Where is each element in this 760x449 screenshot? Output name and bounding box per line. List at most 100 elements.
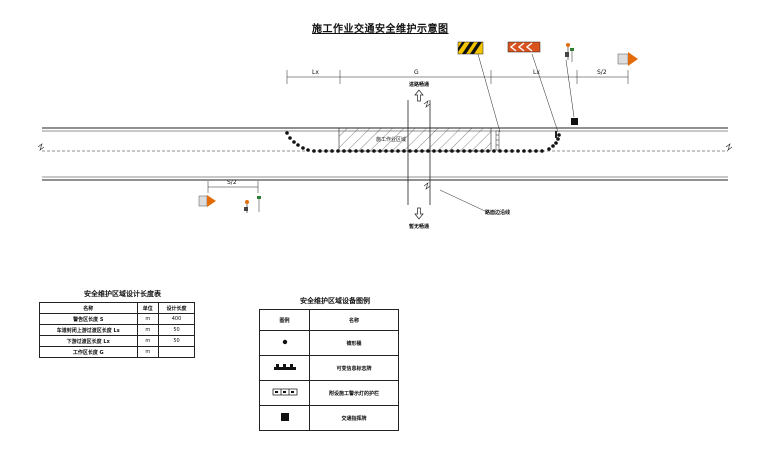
cone-icon [528, 149, 532, 153]
cone-icon [522, 149, 526, 153]
table-cell: 400 [158, 313, 195, 325]
flagger-icon [565, 43, 574, 62]
bridge-break-bottom [423, 182, 431, 190]
cone-icon [510, 149, 514, 153]
table-cell: 50 [158, 324, 195, 336]
cone-icon [396, 149, 400, 153]
fence-icon [258, 380, 311, 406]
cone-icon [402, 149, 406, 153]
cone-icon [456, 149, 460, 153]
dim-g: G [414, 69, 419, 76]
edge-note-leader [439, 189, 488, 213]
legend-row: 交通指挥牌 [258, 405, 399, 431]
cone-icon [504, 149, 508, 153]
diagram-title: 施工作业交通安全维护示意图 [312, 24, 449, 35]
legend-name: 附设施工警示灯的护栏 [309, 380, 399, 406]
cone-icon [342, 149, 346, 153]
cone-icon [348, 149, 352, 153]
legend-name: 可变信息标志牌 [309, 355, 399, 381]
barrier-light-icon [258, 355, 311, 381]
legend-name: 交通指挥牌 [309, 405, 399, 431]
legend-table-header: 图例 [258, 309, 311, 331]
cone-icon [360, 149, 364, 153]
small-barrier-icon [555, 131, 557, 138]
cone-icon [426, 149, 430, 153]
flagger-bottom-icon [244, 196, 261, 213]
cone-icon [556, 137, 560, 141]
cone-icon [432, 149, 436, 153]
cone-icon [285, 131, 289, 135]
table-cell: 下游过渡区长度 Lx [39, 335, 138, 347]
chevron-sign-icon [507, 41, 541, 53]
break-mark-left [37, 143, 45, 151]
cone-icon [468, 149, 472, 153]
cone-icon [534, 149, 538, 153]
striped-barrier-sign-icon [457, 41, 484, 55]
length-table-header: 名称 [39, 302, 138, 314]
block-icon [258, 405, 311, 431]
dim-s2-top: S/2 [597, 69, 607, 76]
table-cell: 警告区长度 S [39, 313, 138, 325]
dim-lx-right: Lx [533, 69, 540, 76]
legend-table-title: 安全维护区域设备图例 [300, 297, 370, 305]
cone-icon [486, 149, 490, 153]
cone-icon [414, 149, 418, 153]
dim-s2-bottom: S/2 [227, 179, 237, 186]
cone-icon [301, 146, 305, 150]
cone-icon [420, 149, 424, 153]
cone-icon [312, 149, 316, 153]
table-cell [158, 346, 195, 358]
cone-icon [554, 141, 558, 145]
legend-row: 锥形桶 [258, 330, 399, 356]
cone-icon [306, 148, 310, 152]
cone-icon [330, 149, 334, 153]
downstream-label: 暂无畅通 [409, 223, 429, 230]
legend-table-header: 名称 [309, 309, 399, 331]
cone-icon [557, 133, 561, 137]
length-table-header: 单位 [136, 302, 160, 314]
legend-name: 锥形桶 [309, 330, 399, 356]
table-cell: m [136, 313, 160, 325]
traffic-command-block-icon [571, 118, 578, 125]
cone-icon [378, 149, 382, 153]
cone-icon [540, 149, 544, 153]
cone-icon [480, 149, 484, 153]
legend-row: 可变信息标志牌 [258, 355, 399, 381]
cone-icon [288, 136, 292, 140]
downstream-arrow-icon [414, 207, 424, 220]
cone-icon [474, 149, 478, 153]
cone-icon [551, 144, 555, 148]
cone-icon [366, 149, 370, 153]
cone-icon [408, 149, 412, 153]
bridge-break-top [423, 100, 431, 108]
cone-icon [450, 149, 454, 153]
cone-icon [258, 330, 311, 356]
cone-icon [296, 143, 300, 147]
cone-icon [336, 149, 340, 153]
length-table-title: 安全维护区域设计长度表 [84, 290, 161, 298]
table-cell: 车道封闭上游过渡区长度 Ls [39, 324, 138, 336]
cone-taper [285, 131, 561, 153]
legend-table: 图例名称 锥形桶可变信息标志牌附设施工警示灯的护栏交通指挥牌 [258, 309, 399, 431]
work-zone-label: 施工作业区域 [376, 136, 406, 143]
cone-icon [390, 149, 394, 153]
cone-icon [547, 147, 551, 151]
warning-sign-bottom-icon [198, 195, 216, 207]
table-cell: m [136, 324, 160, 336]
cone-icon [292, 140, 296, 144]
barrier-light-icon [495, 130, 500, 151]
cone-icon [384, 149, 388, 153]
cone-icon [324, 149, 328, 153]
dim-lx-left: Lx [312, 69, 319, 76]
legend-row: 附设施工警示灯的护栏 [258, 380, 399, 406]
sign-leader-3 [565, 59, 575, 118]
cone-icon [372, 149, 376, 153]
upstream-label: 进路畅通 [409, 81, 429, 88]
sign-leader-2 [531, 53, 559, 133]
table-cell: m [136, 335, 160, 347]
